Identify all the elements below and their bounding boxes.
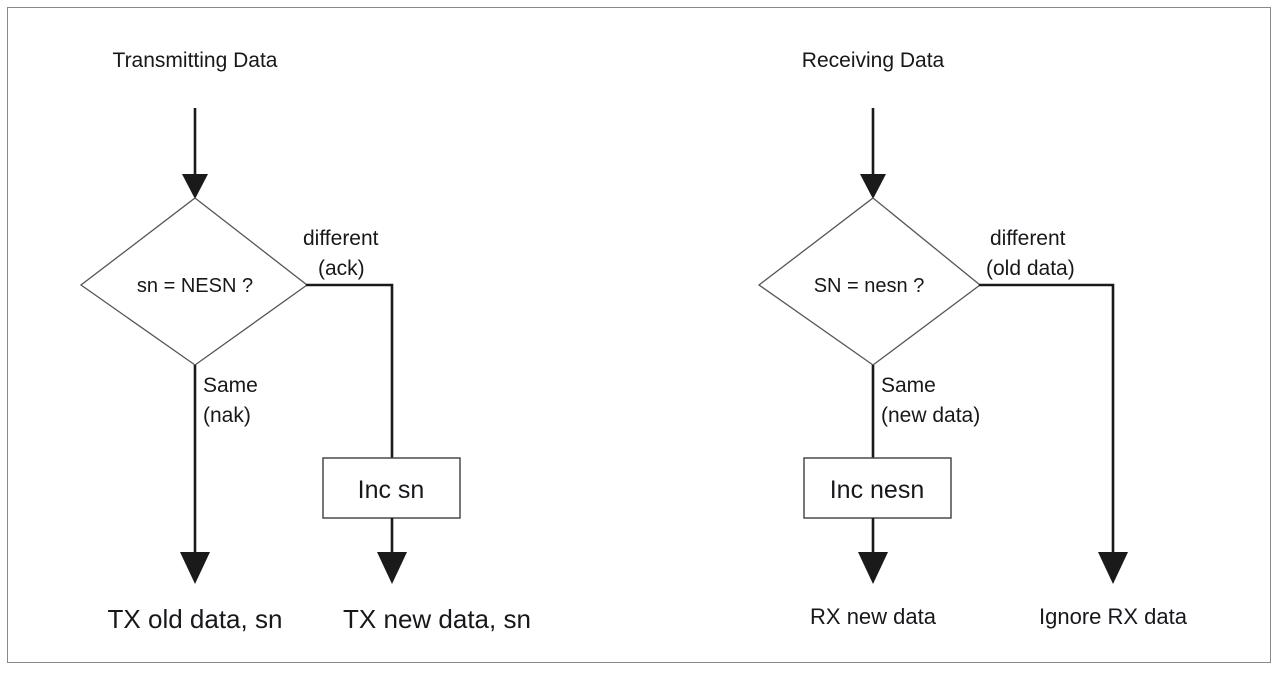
process-label-tx: Inc sn [358,476,425,504]
branch-true-label-line1-tx: Same [203,374,258,397]
branch-false-label-line1-tx: different [303,227,379,250]
outcome-true-label-rx: RX new data [810,604,937,629]
branch-true-label-line1-rx: Same [881,374,936,397]
branch-false-connector-tx [306,283,394,458]
entry-arrowhead-rx [860,174,886,199]
panel-title-receiving: Receiving Data [802,49,945,72]
branch-false-connector-rx [979,283,1115,555]
branch-true-arrowhead-tx [180,552,210,584]
branch-false-label-line2-tx: (ack) [318,257,365,280]
outcome-false-label-rx: Ignore RX data [1039,604,1188,629]
decision-label-tx: sn = NESN ? [137,275,253,297]
decision-label-rx: SN = nesn ? [814,275,925,297]
branch-true-label-line2-rx: (new data) [881,404,980,427]
process-exit-arrowhead-rx [858,552,888,584]
branch-true-label-line2-tx: (nak) [203,404,251,427]
outcome-false-label-tx: TX new data, sn [343,604,531,634]
outcome-true-label-tx: TX old data, sn [108,604,283,634]
process-box-rx [803,457,952,519]
panel-receiving: Receiving Data SN = nesn ? different (ol… [757,49,1188,629]
branch-false-label-line2-rx: (old data) [986,257,1075,280]
process-label-rx: Inc nesn [830,476,925,504]
entry-arrowhead-tx [182,174,208,199]
branch-false-arrowhead-rx [1098,552,1128,584]
branch-false-label-line1-rx: different [990,227,1066,250]
process-exit-arrowhead-tx [377,552,407,584]
panel-transmitting: Transmitting Data sn = NESN ? different … [79,49,531,634]
panel-title-transmitting: Transmitting Data [113,49,278,72]
